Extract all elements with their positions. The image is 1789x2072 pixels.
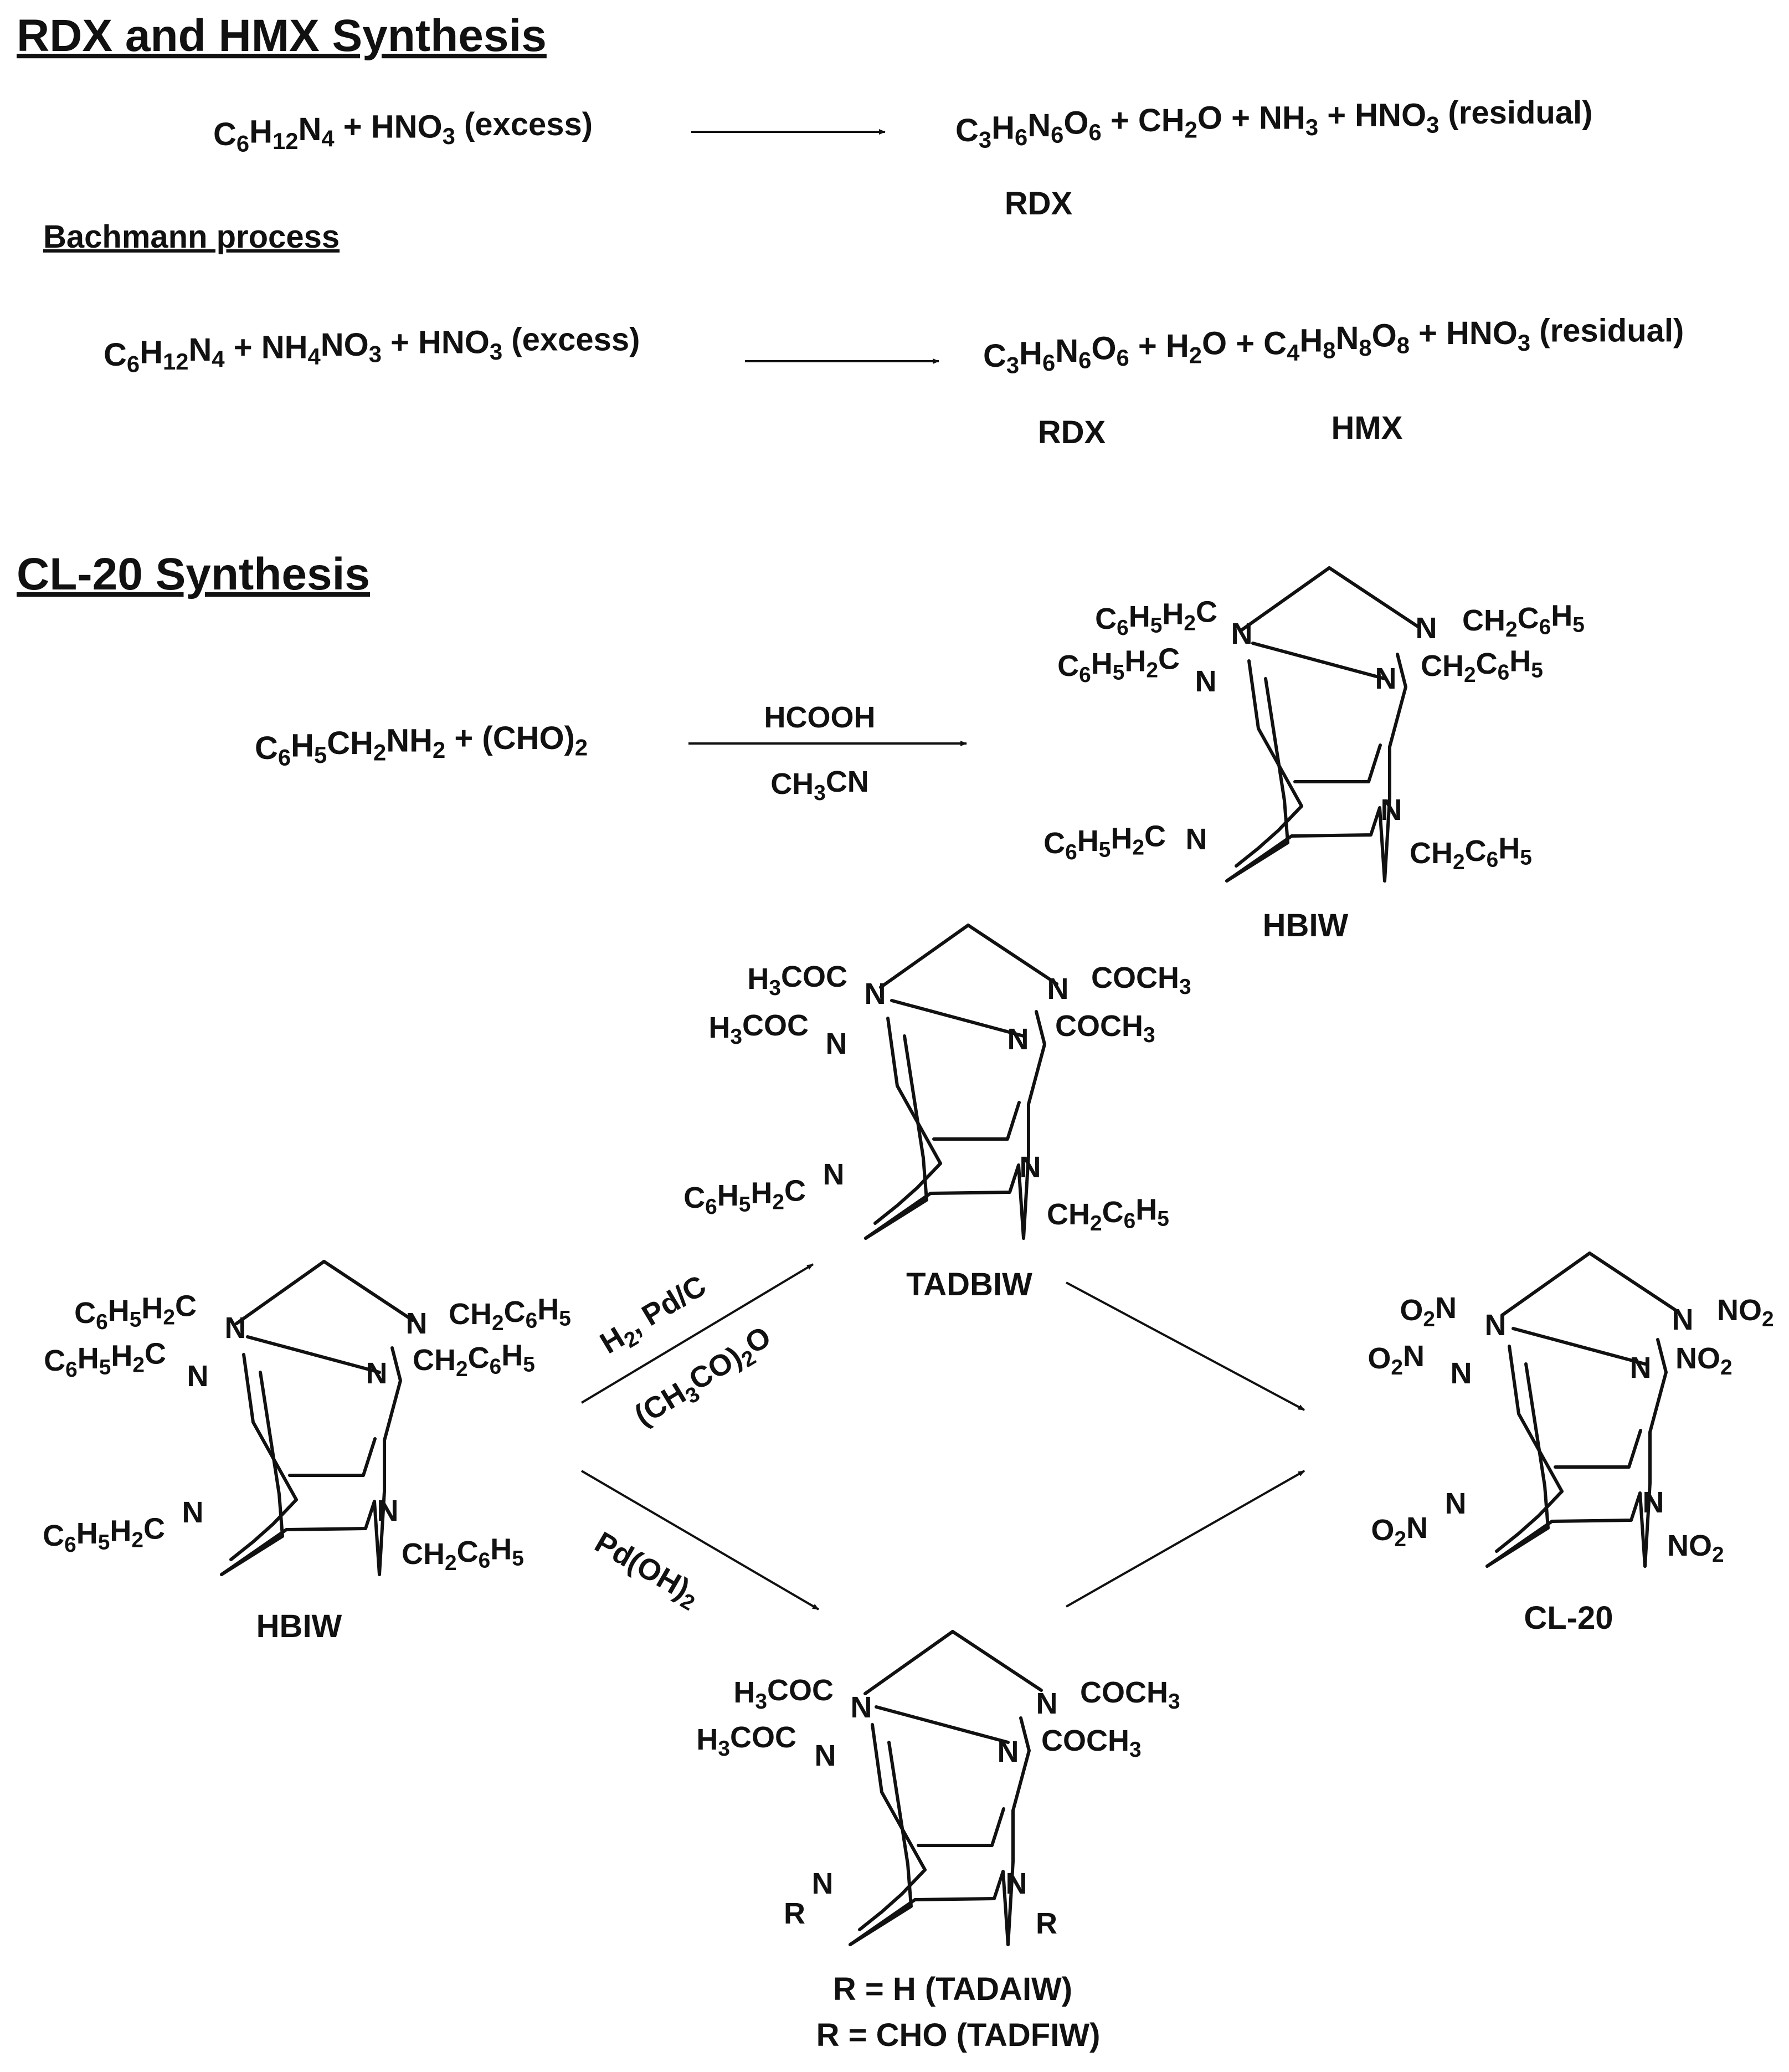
svg-text:N: N [815,1739,836,1772]
svg-text:NO2: NO2 [1667,1529,1724,1567]
svg-text:H3COC: H3COC [747,960,847,1000]
svg-text:N: N [1006,1867,1027,1900]
svg-text:N: N [1007,1023,1029,1056]
svg-text:NO2: NO2 [1717,1294,1774,1331]
svg-text:N: N [1231,617,1253,650]
svg-text:N: N [1630,1351,1652,1384]
svg-text:CH2C6H5: CH2C6H5 [413,1339,535,1381]
svg-text:N: N [1416,612,1437,645]
r1-reactants: C6H12N4 + HNO3 (excess) [213,106,593,157]
r1-rdx-label: RDX [1005,186,1073,222]
svg-text:H3COC: H3COC [708,1009,809,1049]
svg-text:C6H5H2C: C6H5H2C [74,1289,197,1334]
arrow-tadbiw-to-cl20 [1066,1281,1305,1411]
svg-text:N: N [826,1027,847,1060]
svg-text:R: R [784,1897,805,1930]
svg-text:H3COC: H3COC [696,1721,796,1761]
svg-text:N: N [1643,1486,1664,1519]
molecule-tadaiw-tadfiw: H3COC N H3COC N N COCH3 N COCH3 N R N R … [696,1632,1180,2053]
svg-text:N: N [1381,793,1402,827]
arrow-hbiw-to-tadbiw [580,1263,814,1404]
r3-reactants: C6H5CH2NH2 + (CHO)2 [255,720,588,771]
svg-text:N: N [182,1496,204,1529]
hbiw-top-label: HBIW [1263,907,1349,943]
svg-text:N: N [1047,972,1069,1006]
tadfiw-label: R = CHO (TADFIW) [816,2017,1101,2053]
svg-text:CH2C6H5: CH2C6H5 [402,1533,524,1575]
svg-text:N: N [1020,1151,1041,1184]
svg-text:COCH3: COCH3 [1091,961,1191,999]
svg-text:CH2C6H5: CH2C6H5 [1421,645,1543,687]
molecule-hbiw-top: C6H5H2C N C6H5H2C N N CH2C6H5 N CH2C6H5 … [1043,568,1585,943]
condition-h2-pdc: H2, Pd/C [593,1269,715,1364]
r2-products: C3H6N6O6 + H2O + C4H8N8O8 + HNO3 (residu… [983,313,1684,378]
cl20-heading: CL-20 Synthesis [17,549,370,599]
svg-text:N: N [1485,1309,1507,1342]
tadbiw-label: TADBIW [906,1266,1032,1302]
svg-text:COCH3: COCH3 [1055,1009,1155,1047]
svg-text:CH2C6H5: CH2C6H5 [449,1293,571,1335]
hbiw-left-label: HBIW [256,1608,342,1644]
svg-text:O2N: O2N [1368,1340,1425,1379]
r2-hmx-label: HMX [1332,410,1403,446]
svg-text:O2N: O2N [1371,1511,1428,1551]
tadaiw-label: R = H (TADAIW) [833,1971,1072,2007]
svg-text:N: N [1375,662,1397,695]
svg-text:CH2C6H5: CH2C6H5 [1462,599,1585,642]
condition-acetic-anhydride: (CH3CO)2O [626,1320,782,1436]
molecule-hbiw-left: C6H5H2C N C6H5H2C N N CH2C6H5 N CH2C6H5 … [43,1261,571,1644]
arrow-hbiw-to-tadaiw [580,1470,820,1611]
r3-solvent-below: CH3CN [770,765,869,805]
r2-reactants: C6H12N4 + NH4NO3 + HNO3 (excess) [104,322,640,377]
svg-text:CH2C6H5: CH2C6H5 [1047,1193,1169,1235]
svg-text:COCH3: COCH3 [1080,1676,1180,1714]
svg-text:N: N [366,1357,388,1390]
svg-text:COCH3: COCH3 [1041,1724,1142,1762]
svg-text:N: N [406,1307,428,1340]
r3-reagent-above: HCOOH [764,701,876,734]
cl20-label: CL-20 [1524,1600,1613,1636]
molecule-cl20: O2N N O2N N N NO2 N NO2 N O2N N NO2 CL-2… [1368,1253,1774,1636]
svg-text:N: N [1195,665,1217,698]
svg-text:N: N [1036,1687,1058,1720]
svg-text:N: N [1451,1357,1472,1390]
condition-pd-oh2: Pd(OH)2 [587,1525,706,1615]
svg-text:N: N [1445,1487,1467,1520]
svg-text:N: N [865,977,886,1011]
svg-text:CH2C6H5: CH2C6H5 [1410,832,1532,874]
svg-text:N: N [377,1494,399,1527]
svg-text:C6H5H2C: C6H5H2C [683,1174,806,1219]
bachmann-heading: Bachmann process [43,219,340,255]
svg-text:NO2: NO2 [1675,1342,1733,1379]
svg-text:H3COC: H3COC [733,1674,834,1714]
svg-text:O2N: O2N [1400,1291,1457,1331]
arrow-tadaiw-to-cl20 [1066,1470,1305,1608]
svg-text:C6H5H2C: C6H5H2C [44,1337,166,1382]
svg-text:C6H5H2C: C6H5H2C [43,1512,165,1557]
svg-text:N: N [187,1360,209,1393]
svg-text:C6H5H2C: C6H5H2C [1095,595,1217,640]
svg-text:C6H5H2C: C6H5H2C [1043,819,1166,864]
r1-products: C3H6N6O6 + CH2O + NH3 + HNO3 (residual) [955,95,1592,153]
r2-rdx-label: RDX [1038,414,1106,450]
svg-text:N: N [1186,823,1207,856]
svg-text:N: N [851,1691,872,1724]
svg-text:N: N [823,1158,845,1191]
svg-text:N: N [998,1735,1019,1768]
molecule-tadbiw: H3COC N H3COC N N COCH3 N COCH3 N C6H5H2… [683,925,1191,1302]
svg-text:R: R [1036,1907,1057,1940]
svg-text:C6H5H2C: C6H5H2C [1057,642,1180,687]
svg-text:N: N [225,1311,246,1345]
svg-text:N: N [1672,1303,1694,1336]
svg-text:N: N [812,1867,834,1900]
rdx-hmx-heading: RDX and HMX Synthesis [17,11,547,61]
